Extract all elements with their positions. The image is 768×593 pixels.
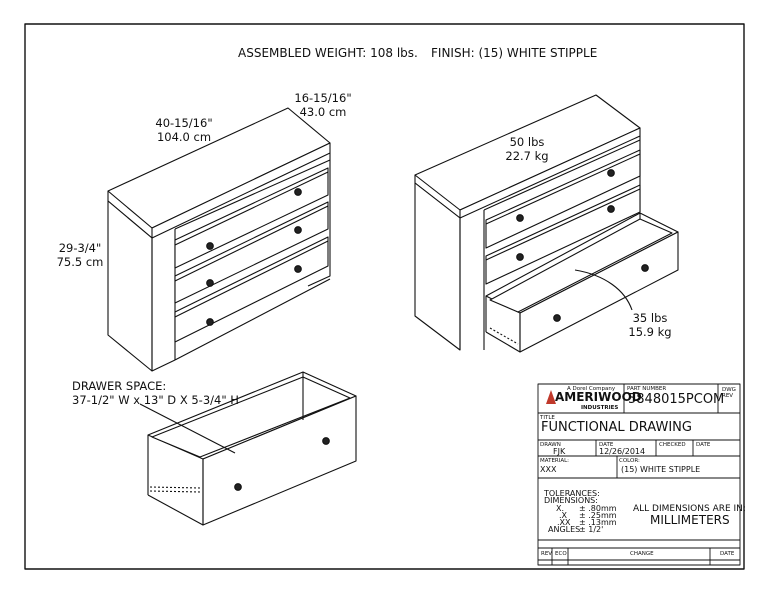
width-cm: 104.0 cm <box>156 130 212 144</box>
depth-inches: 16-15/16" <box>294 91 352 105</box>
ameriwood-logo-icon <box>546 390 556 404</box>
title-block <box>537 383 741 566</box>
width-inches: 40-15/16" <box>155 116 213 130</box>
part-number: 5848015PCOM <box>628 392 725 407</box>
title-label: TITLE <box>540 415 555 421</box>
part-number-label: PART NUMBER <box>627 386 667 392</box>
tolerances-label: TOLERANCES: <box>544 489 600 498</box>
assembled-weight: ASSEMBLED WEIGHT: 108 lbs. <box>238 46 418 60</box>
rev-header: REV <box>541 551 553 557</box>
tol-xx-label: .X <box>559 511 568 520</box>
eco-header: ECO <box>555 551 567 557</box>
drawer-load-kg: 15.9 kg <box>628 325 672 339</box>
tol-xxx-label: .XX <box>557 518 571 527</box>
units-note: MILLIMETERS <box>650 513 730 527</box>
brand-name: AMERIWOOD <box>555 390 642 404</box>
material-label: MATERIAL: <box>540 458 570 464</box>
angles-label: ANGLES <box>548 525 581 534</box>
dresser-left-drawing <box>107 107 331 372</box>
tol-xx-value: ± .25mm <box>579 511 617 520</box>
drawn-by: FJK <box>553 447 566 456</box>
drawer-space-title: DRAWER SPACE: <box>72 379 167 393</box>
drawn-label: DRAWN <box>540 442 561 448</box>
color-value: (15) WHITE STIPPLE <box>621 465 701 474</box>
rev-date-header: DATE <box>720 551 735 557</box>
color-label: COLOR: <box>619 458 640 464</box>
change-header: CHANGE <box>630 551 654 557</box>
top-load-kg: 22.7 kg <box>505 149 549 163</box>
date-label: DATE <box>599 442 614 448</box>
sheet-border <box>24 23 745 570</box>
drawing-title: FUNCTIONAL DRAWING <box>541 420 692 435</box>
material-value: XXX <box>540 465 557 474</box>
dresser-right-drawing <box>414 94 679 353</box>
drawing-date: 12/26/2014 <box>599 447 646 456</box>
dwg-rev-label: DWG REV <box>722 387 736 399</box>
checked-label: CHECKED <box>659 442 686 448</box>
drawer-space-drawing <box>139 371 357 526</box>
tol-x-value: ± .80mm <box>579 504 617 513</box>
height-cm: 75.5 cm <box>56 255 104 269</box>
height-inches: 29-3/4" <box>58 241 102 255</box>
date2-label: DATE <box>696 442 711 448</box>
all-dims-note: ALL DIMENSIONS ARE IN; <box>633 504 746 514</box>
dimensions-label: DIMENSIONS: <box>544 496 598 505</box>
top-load-lbs: 50 lbs <box>509 135 545 149</box>
brand-sub: INDUSTRIES <box>581 405 619 411</box>
angles-value: ± 1/2' <box>579 525 604 534</box>
depth-cm: 43.0 cm <box>299 105 347 119</box>
drawer-space-size: 37-1/2" W x 13" D X 5-3/4" H <box>72 393 239 407</box>
tol-x-label: X. <box>556 504 565 513</box>
drawer-load-lbs: 35 lbs <box>632 311 668 325</box>
brand-small: A Dorel Company <box>567 386 616 392</box>
finish: FINISH: (15) WHITE STIPPLE <box>431 46 598 60</box>
tol-xxx-value: ± .13mm <box>579 518 617 527</box>
